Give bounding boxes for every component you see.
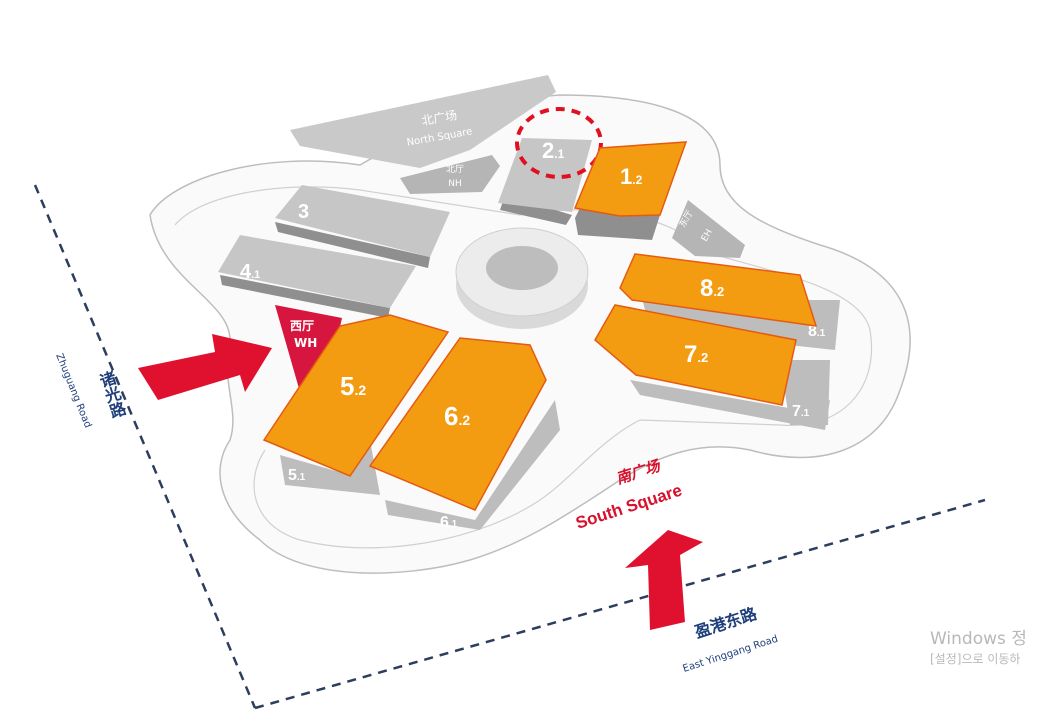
hall-8-2[interactable] — [619, 253, 818, 327]
north-square — [290, 75, 556, 168]
yinggang-road-line — [254, 498, 986, 710]
north-square-zh: 北广场 — [420, 108, 458, 128]
hall-8-2-label: 8.2 — [700, 275, 724, 302]
highlight-circle — [515, 107, 603, 179]
south-entrance-arrow — [625, 530, 703, 630]
hall-3[interactable] — [275, 185, 450, 257]
hall-5-2[interactable] — [262, 314, 450, 477]
hall-2-1-label: 2.1 — [542, 138, 565, 163]
windows-activation-watermark: Windows 정 — [930, 629, 1027, 649]
hall-6-1[interactable] — [385, 400, 560, 530]
hall-6-2[interactable] — [368, 337, 547, 511]
east-hall — [672, 200, 745, 258]
hall-7-1-label: 7.1 — [792, 403, 810, 420]
north-hall-en: NH — [448, 179, 462, 189]
north-hall — [400, 155, 500, 194]
hall-8-1-label: 8.1 — [808, 323, 826, 340]
west-entrance-arrow — [138, 334, 272, 400]
west-hall-zh: 西厅 — [290, 319, 314, 333]
hall-6-1-label: 6.1 — [440, 514, 458, 531]
hall-7-1[interactable] — [630, 380, 830, 430]
hall-5-2-label: 5.2 — [340, 371, 366, 401]
west-hall-en: WH — [294, 336, 317, 350]
zhuguang-road-en: Zhuguang Road — [53, 352, 93, 430]
hall-3-label: 3 — [298, 201, 309, 223]
hall-1-2[interactable] — [573, 141, 688, 217]
hall-5-1[interactable] — [280, 440, 380, 495]
yinggang-road-zh: 盈港东路 — [691, 604, 760, 642]
hall-7-2-label: 7.2 — [684, 341, 708, 368]
hall-1-2-label: 1.2 — [620, 164, 643, 189]
zhuguang-road-line — [33, 184, 257, 709]
hall-6-2-label: 6.2 — [444, 401, 470, 431]
hall-7-2[interactable] — [594, 304, 797, 406]
hall-4-1[interactable] — [218, 235, 416, 308]
yinggang-road-en: East Yinggang Road — [682, 634, 780, 675]
hall-5-1-label: 5.1 — [288, 467, 306, 484]
windows-activation-subtext: [설정]으로 이동하 — [930, 652, 1021, 666]
north-hall-zh: 北厅 — [446, 164, 464, 175]
hall-4-1-label: 4.1 — [240, 261, 260, 283]
